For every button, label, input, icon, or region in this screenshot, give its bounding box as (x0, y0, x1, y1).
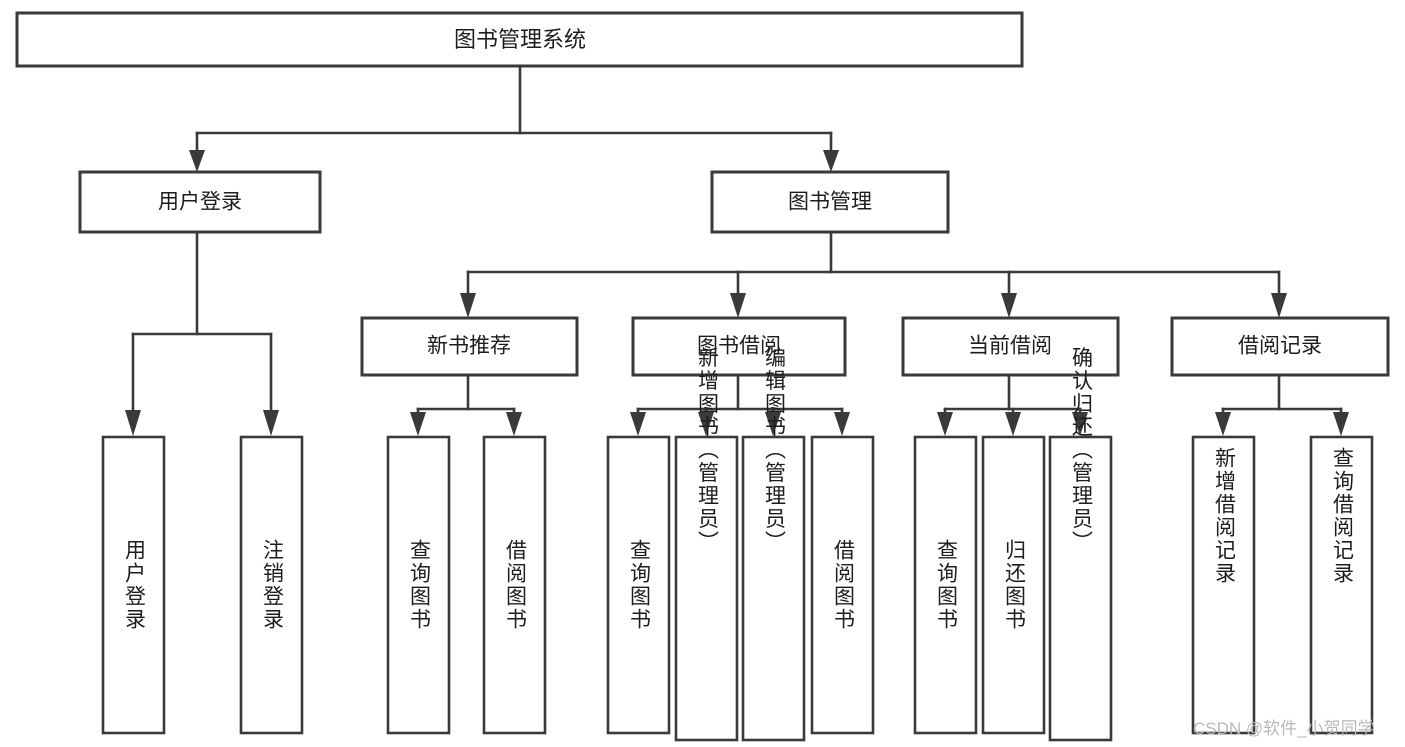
node-leaf-borrow-book-2-box[interactable] (810, 435, 875, 735)
node-leaf-borrow-book-1[interactable]: 借阅图书 (482, 435, 547, 735)
node-leaf-user-logout-label: 注销登录 (261, 539, 285, 631)
node-book-manage-label: 图书管理 (788, 191, 872, 214)
arrow-head-leaf-query-book-3 (937, 412, 953, 436)
node-new-book-recommend-box[interactable] (360, 316, 579, 377)
arrow-head-leaf-edit-book (765, 412, 781, 436)
node-borrow-record[interactable]: 借阅记录 (1170, 316, 1390, 377)
node-leaf-return-book[interactable]: 归还图书 (981, 435, 1046, 735)
node-leaf-query-record-box[interactable] (1309, 435, 1374, 735)
node-user-login-label: 用户登录 (158, 191, 242, 214)
arrow-head-current-borrow (1001, 293, 1017, 318)
node-book-borrow-label: 图书借阅 (697, 335, 781, 358)
node-leaf-edit-book-box[interactable] (741, 435, 806, 742)
node-leaf-user-logout-box[interactable] (239, 435, 304, 735)
node-leaf-query-book-2[interactable]: 查询图书 (606, 435, 671, 735)
arrow-head-leaf-borrow-book-1 (506, 412, 522, 436)
node-leaf-query-book-1[interactable]: 查询图书 (386, 435, 451, 735)
node-leaf-add-book-box[interactable] (674, 435, 739, 742)
node-leaf-add-book[interactable]: 新增图书（管理员） (674, 347, 739, 742)
node-book-borrow-box[interactable] (631, 316, 847, 377)
arrow-head-leaf-user-login (125, 410, 141, 436)
node-root-box[interactable] (15, 11, 1024, 68)
node-book-manage-box[interactable] (710, 170, 950, 234)
arrow-head-book-borrow (730, 293, 746, 318)
arrow-head-leaf-add-record (1215, 412, 1231, 436)
arrow-head-leaf-user-logout (263, 410, 279, 436)
arrow-head-new-book-recommend (460, 293, 476, 318)
node-current-borrow[interactable]: 当前借阅 (901, 316, 1120, 377)
node-user-login[interactable]: 用户登录 (78, 170, 322, 234)
node-leaf-add-record-label: 新增借阅记录 (1213, 447, 1237, 585)
node-leaf-borrow-book-1-box[interactable] (482, 435, 547, 735)
node-leaf-query-record[interactable]: 查询借阅记录 (1309, 435, 1374, 735)
arrow-head-leaf-add-book (698, 412, 714, 436)
node-new-book-recommend[interactable]: 新书推荐 (360, 316, 579, 377)
node-leaf-add-record[interactable]: 新增借阅记录 (1191, 435, 1256, 735)
node-leaf-edit-book-label: 编辑图书（管理员） (763, 347, 787, 554)
node-leaf-user-logout[interactable]: 注销登录 (239, 435, 304, 735)
node-leaf-user-login-box[interactable] (101, 435, 166, 735)
node-leaf-query-book-3[interactable]: 查询图书 (913, 435, 978, 735)
arrow-head-leaf-query-book-1 (410, 412, 426, 436)
node-leaf-query-book-2-label: 查询图书 (628, 539, 652, 631)
node-leaf-query-book-1-box[interactable] (386, 435, 451, 735)
arrow-head-book-manage (823, 150, 839, 172)
node-leaf-user-login[interactable]: 用户登录 (101, 435, 166, 735)
node-leaf-edit-book[interactable]: 编辑图书（管理员） (741, 347, 806, 742)
arrow-head-leaf-borrow-book-2 (834, 412, 850, 436)
node-user-login-box[interactable] (78, 170, 322, 234)
node-leaf-add-record-box[interactable] (1191, 435, 1256, 735)
node-current-borrow-box[interactable] (901, 316, 1120, 377)
node-leaf-return-book-box[interactable] (981, 435, 1046, 735)
node-borrow-record-box[interactable] (1170, 316, 1390, 377)
connector-layer (125, 64, 1349, 436)
node-leaf-query-book-1-label: 查询图书 (408, 539, 432, 631)
node-leaf-query-book-3-box[interactable] (913, 435, 978, 735)
node-leaf-query-record-label: 查询借阅记录 (1331, 447, 1355, 585)
node-root[interactable]: 图书管理系统 (15, 11, 1024, 68)
node-leaf-confirm-return-box[interactable] (1048, 435, 1113, 742)
node-new-book-recommend-label: 新书推荐 (427, 335, 511, 358)
node-root-label: 图书管理系统 (454, 27, 586, 52)
node-borrow-record-label: 借阅记录 (1238, 335, 1322, 358)
node-current-borrow-label: 当前借阅 (968, 335, 1052, 358)
node-leaf-borrow-book-2[interactable]: 借阅图书 (810, 435, 875, 735)
node-leaf-confirm-return-label: 确认归还（管理员） (1070, 347, 1094, 554)
node-leaf-user-login-label: 用户登录 (123, 539, 147, 631)
arrow-head-leaf-query-book-2 (630, 412, 646, 436)
arrow-head-leaf-query-record (1333, 412, 1349, 436)
node-leaf-add-book-label: 新增图书（管理员） (696, 347, 720, 554)
arrow-head-leaf-confirm-return (1072, 412, 1088, 436)
node-leaf-confirm-return[interactable]: 确认归还（管理员） (1048, 347, 1113, 742)
arrow-head-borrow-record (1271, 293, 1287, 318)
arrow-head-user-login (189, 150, 205, 172)
node-leaf-return-book-label: 归还图书 (1003, 539, 1027, 631)
node-book-manage[interactable]: 图书管理 (710, 170, 950, 234)
arrow-head-leaf-return-book (1005, 412, 1021, 436)
node-book-borrow[interactable]: 图书借阅 (631, 316, 847, 377)
node-leaf-query-book-3-label: 查询图书 (935, 539, 959, 631)
node-leaf-query-book-2-box[interactable] (606, 435, 671, 735)
node-leaf-borrow-book-1-label: 借阅图书 (504, 539, 528, 631)
node-leaf-borrow-book-2-label: 借阅图书 (832, 539, 856, 631)
